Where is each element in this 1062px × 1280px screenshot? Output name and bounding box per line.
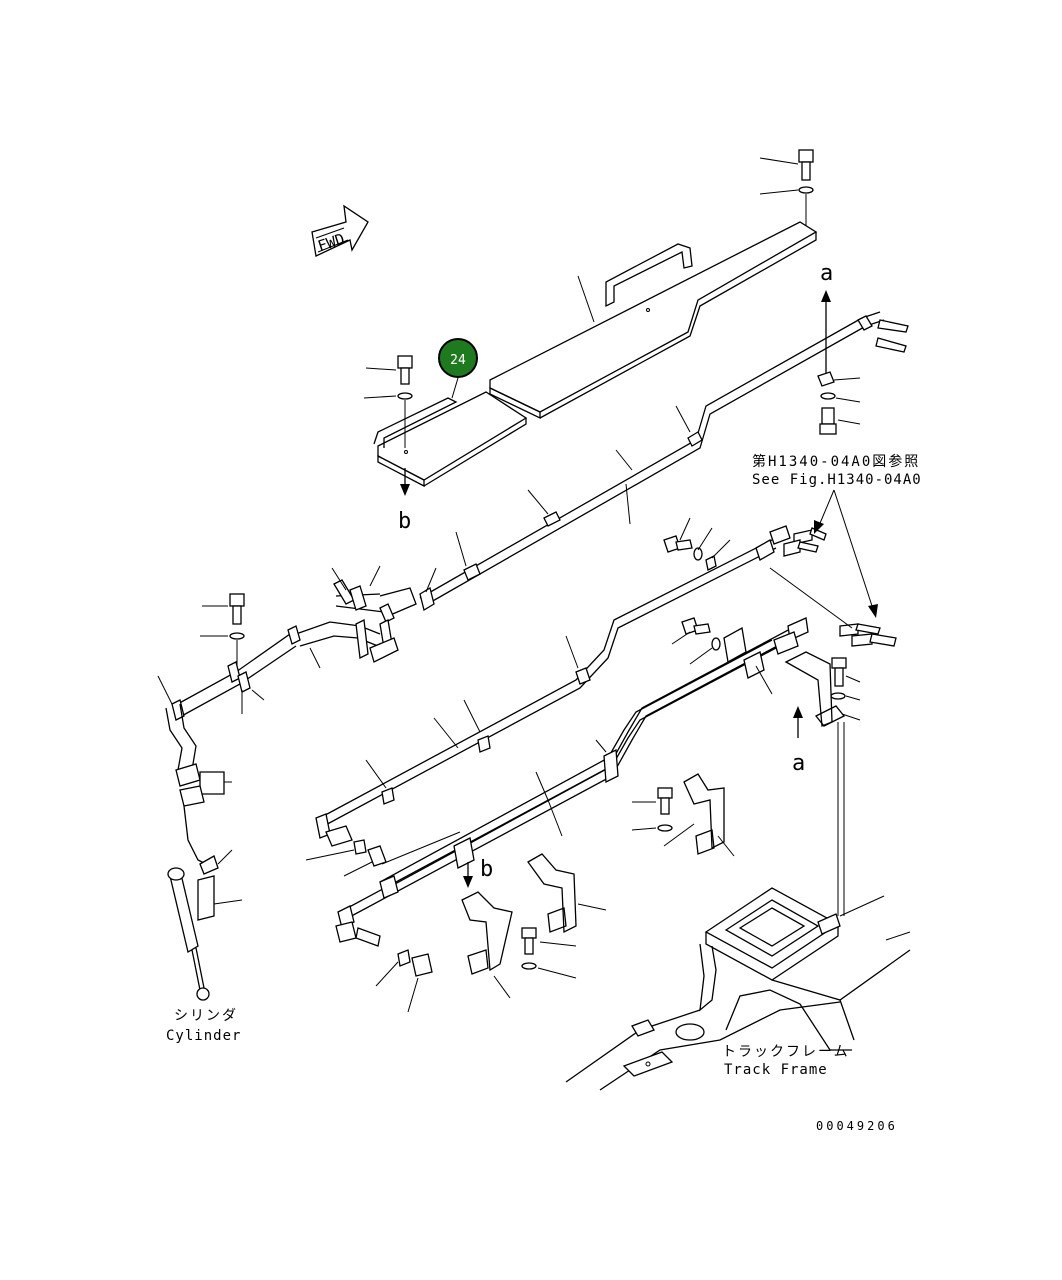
arrow-a-top: a [820, 261, 833, 378]
cylinder-label-en: Cylinder [166, 1028, 241, 1044]
reference-label-jp: 第H1340-04A0図参照 [752, 453, 920, 470]
callout-number: 24 [450, 353, 466, 368]
arrow-label-a-top: a [820, 261, 833, 286]
small-cover [373, 391, 528, 488]
arrow-label-b-mid: b [480, 857, 493, 882]
track-frame-shape [565, 722, 911, 1091]
track-frame-label-jp: トラックフレーム [722, 1044, 850, 1060]
middle-left-fittings [305, 825, 387, 877]
track-frame-label-en: Track Frame [724, 1062, 828, 1078]
bracket-lower-3 [461, 891, 577, 999]
arrow-b-mid: b [463, 857, 493, 888]
bolt-washer-top [759, 149, 814, 226]
reference-label-en: See Fig.H1340-04A0 [752, 472, 922, 488]
bracket-right: a [784, 651, 861, 776]
arrow-label-a-bottom: a [792, 751, 805, 776]
pipe-upper [419, 275, 909, 612]
cylinder-label-jp: シリンダ [174, 1008, 238, 1024]
bolt-washer-left [200, 593, 245, 666]
right-bolts [663, 517, 897, 665]
left-hose-run [157, 625, 301, 921]
arrow-label-b-left: b [398, 509, 411, 534]
callout-badge[interactable]: 24 [438, 338, 478, 378]
drawing-number: 00049206 [816, 1119, 898, 1133]
pipe-lower [335, 617, 809, 1013]
cylinder-shape [167, 867, 210, 1001]
clamp-bolt-right [817, 371, 861, 435]
fwd-arrow: FWD [311, 204, 369, 257]
reference-note: 第H1340-04A0図参照 See Fig.H1340-04A0 [752, 453, 922, 618]
left-elbow-pipes [295, 565, 417, 669]
pipe-middle [315, 525, 791, 839]
bolt-washer-small-cover [363, 355, 413, 448]
arrow-b-left: b [398, 468, 411, 534]
long-cover [489, 221, 818, 420]
bracket-lower-1 [631, 773, 735, 857]
bracket-lower-2 [527, 853, 607, 934]
fwd-label: FWD [315, 230, 346, 255]
